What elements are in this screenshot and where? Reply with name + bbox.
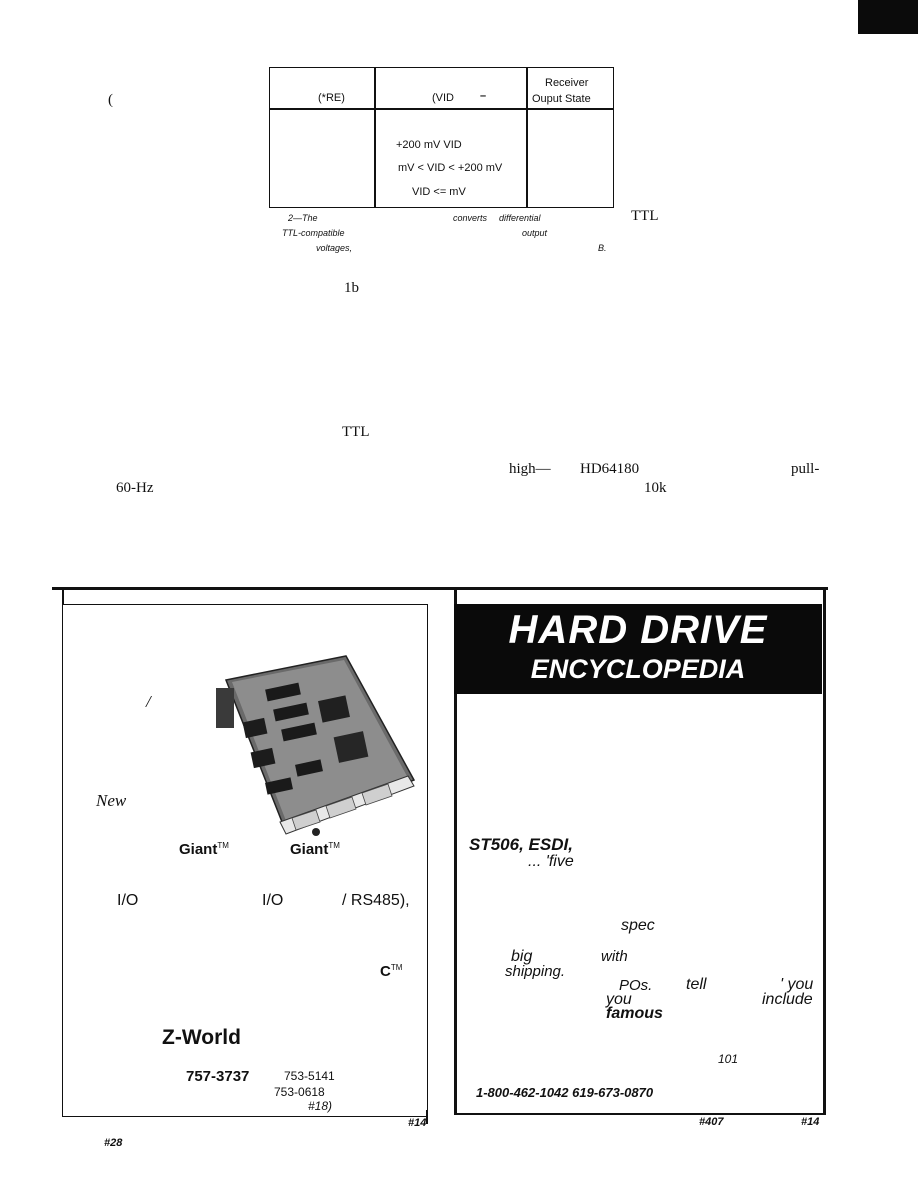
- body-fragment: 60-Hz: [116, 480, 154, 496]
- body-fragment: high—: [509, 461, 551, 477]
- caption-fragment: converts: [453, 213, 488, 223]
- table-col-divider-1: [374, 68, 376, 207]
- zworld-phone-2: 753-5141: [284, 1069, 335, 1083]
- ad-text-c-trademark: CTM: [380, 963, 403, 980]
- table-header-output-state: Ouput State: [532, 93, 591, 105]
- left-ad-edge: [426, 1110, 428, 1124]
- ad-text-io: I/O: [262, 892, 284, 909]
- hard-drive-encyclopedia-ad: [454, 590, 826, 1115]
- ad-text-rs485: / RS485),: [342, 892, 410, 909]
- left-ad-edge: [62, 590, 64, 604]
- ad-interfaces: ST506, ESDI,: [469, 835, 573, 854]
- ad-text-you: ' you: [780, 976, 814, 993]
- reader-service-number: #14: [408, 1117, 427, 1129]
- ad-text-include: include: [762, 991, 813, 1008]
- table-header-receiver: Receiver: [545, 77, 589, 89]
- table-header-dash: –: [480, 90, 487, 102]
- product-name-giant-2: GiantTM: [290, 841, 340, 858]
- ad-text-with: with: [601, 948, 628, 965]
- reader-service-number: #28: [104, 1137, 123, 1149]
- stray-paren: (: [108, 92, 113, 108]
- ad-text-pos: POs.: [619, 977, 653, 994]
- table-row-1: +200 mV VID: [396, 139, 462, 151]
- body-fragment: pull-: [791, 461, 820, 477]
- ad-text-tell: tell: [686, 976, 707, 993]
- caption-fragment: TTL-compatible: [282, 228, 345, 238]
- circuit-board-image: [216, 655, 416, 836]
- ad-text-five: ... 'five: [528, 853, 574, 870]
- corner-scan-mark: [858, 0, 918, 34]
- ad-ref: #18): [308, 1099, 333, 1113]
- body-fragment: TTL: [342, 424, 370, 440]
- body-fragment: 1b: [344, 280, 359, 296]
- reader-service-number: #407: [699, 1116, 724, 1128]
- table-row-2: mV < VID < +200 mV: [398, 162, 503, 174]
- ad-text-shipping: shipping.: [505, 963, 566, 980]
- zworld-ad: [62, 604, 428, 1117]
- table-row-3: VID <= mV: [412, 186, 466, 198]
- ad-text-101: 101: [718, 1052, 739, 1066]
- ad-banner: HARD DRIVE ENCYCLOPEDIA: [454, 604, 822, 694]
- caption-fragment: differential: [499, 213, 541, 223]
- zworld-fax: 753-0618: [274, 1085, 325, 1099]
- caption-fragment: 2—The: [288, 213, 318, 223]
- body-fragment: HD64180: [580, 461, 640, 477]
- ad-phone-numbers: 1-800-462-1042 619-673-0870: [476, 1085, 654, 1100]
- banner-title: HARD DRIVE: [508, 608, 768, 652]
- ad-text-big: big: [511, 948, 533, 965]
- table-header-divider: [270, 108, 613, 110]
- ad-text-famous: famous: [606, 1005, 663, 1022]
- zworld-brand: Z-World: [162, 1026, 241, 1049]
- ad-text-you: you: [606, 991, 632, 1008]
- reader-service-number: #14: [801, 1116, 820, 1128]
- ad-top-rule: [52, 587, 828, 590]
- body-fragment: 10k: [644, 480, 667, 496]
- banner-subtitle: ENCYCLOPEDIA: [530, 654, 746, 684]
- ad-text-spec: spec: [621, 917, 655, 934]
- ad-text-io: I/O: [117, 892, 139, 909]
- caption-fragment: TTL: [631, 208, 659, 224]
- receiver-truth-table: (*RE) (VID – Receiver Ouput State +200 m…: [269, 67, 614, 208]
- product-name-giant-1: GiantTM: [179, 841, 229, 858]
- table-header-vid: (VID: [432, 92, 454, 104]
- caption-fragment: output: [522, 228, 548, 238]
- caption-fragment: B.: [598, 243, 607, 253]
- table-col-divider-2: [526, 68, 528, 207]
- table-header-re: (*RE): [318, 92, 345, 104]
- ad-text-slash: /: [146, 692, 151, 711]
- ad-text-new: New: [96, 791, 127, 810]
- caption-fragment: voltages,: [316, 243, 353, 253]
- zworld-phone: 757-3737: [186, 1068, 250, 1085]
